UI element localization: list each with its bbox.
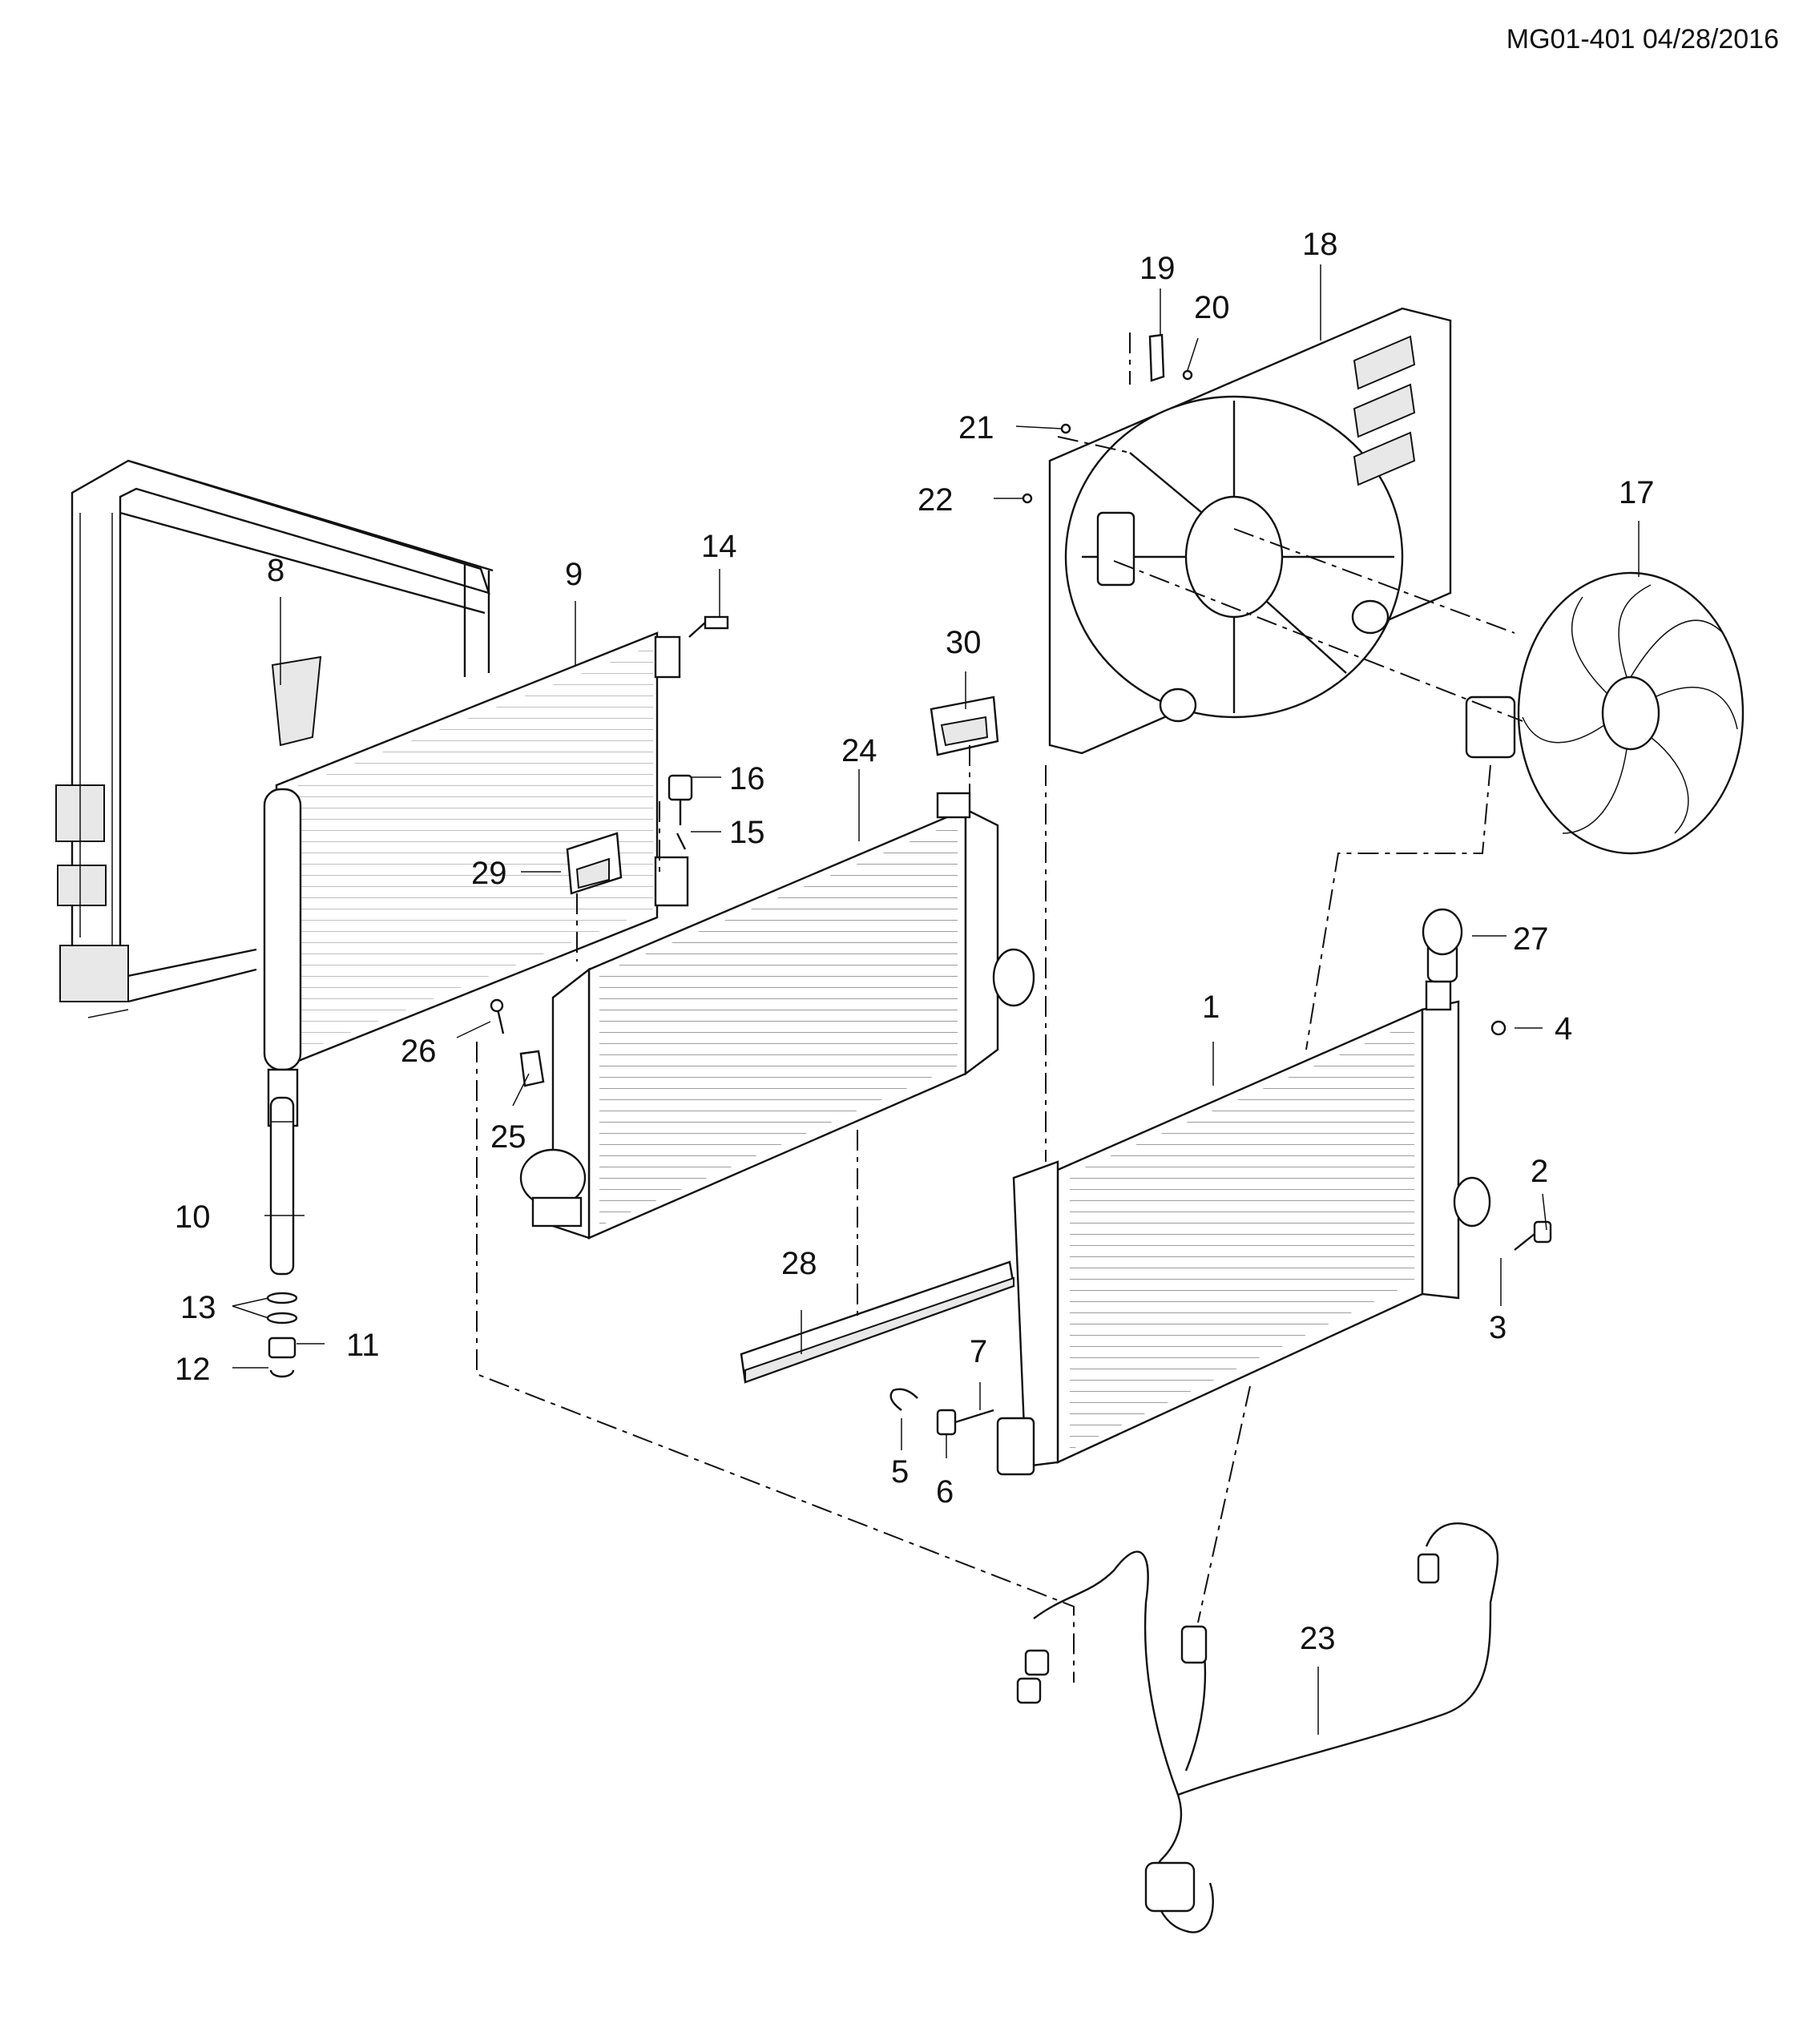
callout-18: 18 [1302, 227, 1338, 262]
callout-13: 13 [180, 1290, 216, 1325]
clips-5-6-7 [889, 1388, 994, 1436]
clip-25-26 [490, 998, 545, 1087]
callout-6: 6 [936, 1474, 954, 1510]
callout-9: 9 [565, 557, 583, 592]
callout-22: 22 [918, 482, 954, 518]
callout-2: 2 [1531, 1154, 1548, 1189]
callout-1: 1 [1202, 990, 1220, 1025]
callout-23: 23 [1300, 1621, 1336, 1656]
callout-19: 19 [1139, 251, 1176, 286]
wiring-harness [1016, 1522, 1499, 1933]
callout-4: 4 [1555, 1011, 1572, 1046]
callout-7: 7 [970, 1334, 987, 1369]
charge-air-cooler [519, 792, 1035, 1240]
callout-12: 12 [175, 1352, 211, 1387]
callout-29: 29 [471, 856, 507, 891]
leader-lines [232, 264, 1640, 1735]
callout-16: 16 [729, 761, 765, 796]
callout-14: 14 [701, 529, 737, 564]
fan-shroud [1048, 307, 1452, 755]
callout-8: 8 [267, 553, 284, 588]
radiator-support-frame [55, 459, 494, 1018]
bracket-29 [566, 832, 623, 895]
pressure-sensor [668, 615, 729, 850]
callout-28: 28 [781, 1246, 817, 1281]
callout-3: 3 [1489, 1310, 1507, 1345]
callout-20: 20 [1194, 290, 1230, 325]
document-reference: MG01-401 04/28/2016 [1506, 24, 1779, 54]
callout-5: 5 [891, 1454, 909, 1490]
callout-11: 11 [346, 1328, 380, 1363]
callout-17: 17 [1619, 475, 1655, 510]
callout-21: 21 [958, 410, 994, 445]
callout-10: 10 [175, 1199, 211, 1235]
receiver-dryer [266, 1096, 298, 1378]
cooling-fan [1465, 571, 1745, 855]
callout-25: 25 [490, 1119, 526, 1155]
callout-15: 15 [729, 815, 765, 850]
fan-shroud-fasteners [1022, 333, 1193, 504]
callout-26: 26 [401, 1034, 437, 1069]
callout-24: 24 [841, 733, 877, 768]
radiator [996, 908, 1552, 1476]
condenser [263, 631, 689, 1127]
assembly-lines [476, 333, 1523, 1683]
bracket-30 [930, 695, 999, 756]
callout-labels: 1 2 3 4 5 6 7 8 9 10 11 12 13 14 15 16 1… [175, 227, 1655, 1656]
callout-30: 30 [946, 625, 982, 660]
air-deflector [740, 1260, 1015, 1384]
callout-27: 27 [1513, 921, 1549, 957]
